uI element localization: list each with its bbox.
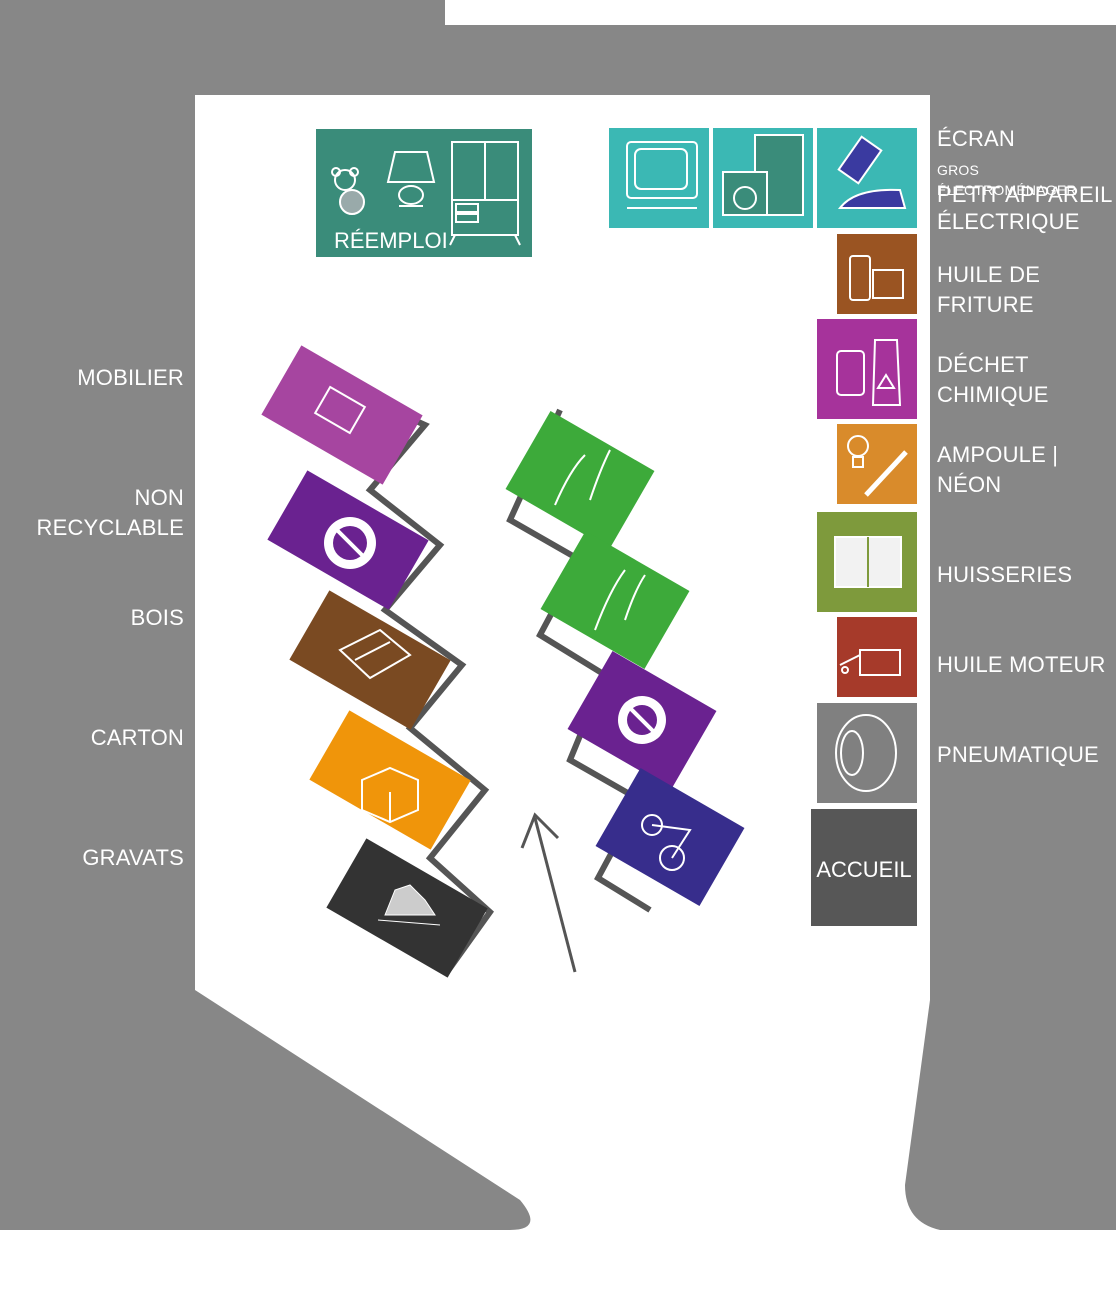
sofa-icon xyxy=(313,385,367,435)
reemploi-block[interactable] xyxy=(316,129,532,257)
chemical-icon xyxy=(836,339,902,406)
label-dechet-chimique-2: CHIMIQUE xyxy=(937,382,1049,407)
gravats-bay[interactable] xyxy=(326,838,488,978)
mobilier-bay[interactable] xyxy=(261,345,423,485)
no-recycle-icon xyxy=(324,517,376,569)
no-recycle-icon-2 xyxy=(618,696,666,744)
non-recyclable-bay-left[interactable] xyxy=(267,470,429,610)
bicycle-icon xyxy=(641,814,692,871)
label-mobilier: MOBILIER xyxy=(77,365,184,390)
leaves-icon xyxy=(554,449,611,506)
outer-wall xyxy=(0,0,1116,1230)
bulb-neon-icon xyxy=(847,435,908,497)
lamp-icon xyxy=(386,151,436,207)
reemploi-label: RÉEMPLOI xyxy=(334,228,448,253)
rubble-icon xyxy=(377,884,441,926)
label-non-recyclable-2: RECYCLABLE xyxy=(36,515,184,540)
label-gros-electromenager: GROS ÉLECTROMÉNAGER xyxy=(937,162,1077,198)
label-ampoule-2: NÉON xyxy=(937,472,1002,497)
label-gravats: GRAVATS xyxy=(82,845,184,870)
huile-moteur-tile[interactable] xyxy=(837,617,917,697)
accueil-building[interactable] xyxy=(811,809,917,926)
gros-electromenager-tile[interactable] xyxy=(713,128,813,228)
teddy-bear-icon xyxy=(331,167,365,215)
iron-phone-icon xyxy=(837,135,907,209)
label-carton: CARTON xyxy=(90,725,184,750)
accueil-label: ACCUEIL xyxy=(816,857,912,882)
huisseries-tile[interactable] xyxy=(817,512,917,612)
label-bois: BOIS xyxy=(130,605,184,630)
label-huisseries: HUISSERIES xyxy=(937,562,1073,587)
pneumatique-tile[interactable] xyxy=(817,703,917,803)
pallet-icon xyxy=(338,628,412,680)
tyre-icon xyxy=(835,714,897,792)
leaves-icon-2 xyxy=(594,569,646,631)
dechets-verts-bay-1[interactable] xyxy=(505,411,655,549)
velo-bay[interactable] xyxy=(595,768,745,906)
label-ecran: ÉCRAN xyxy=(937,126,1016,151)
label-huile-friture-1: HUILE DE xyxy=(937,262,1041,287)
label-ampoule-1: AMPOULE | xyxy=(937,442,1059,467)
label-non-recyclable-1: NON xyxy=(134,485,184,510)
label-huile-friture-2: FRITURE xyxy=(937,292,1034,317)
tv-icon xyxy=(626,141,698,209)
carton-bay[interactable] xyxy=(309,710,471,850)
label-petit-appareil-2: ÉLECTRIQUE xyxy=(937,209,1080,234)
non-recyclable-bay-right[interactable] xyxy=(567,651,717,789)
traffic-direction-arrow xyxy=(520,812,577,973)
label-dechet-chimique-1: DÉCHET xyxy=(937,352,1029,377)
bois-bay[interactable] xyxy=(289,590,451,730)
window-icon xyxy=(834,536,902,588)
dechet-chimique-tile[interactable] xyxy=(817,319,917,419)
oil-can-icon xyxy=(839,649,901,676)
ampoule-neon-tile[interactable] xyxy=(837,424,917,504)
label-huile-moteur: HUILE MOTEUR xyxy=(937,652,1106,677)
oil-bottle-icon xyxy=(849,255,904,301)
label-petit-appareil-1: PETIT APPAREIL xyxy=(937,182,1113,207)
ecran-tile[interactable] xyxy=(609,128,709,228)
box-icon xyxy=(361,766,419,824)
dechets-verts-bay-2[interactable] xyxy=(540,531,690,669)
label-pneumatique: PNEUMATIQUE xyxy=(937,742,1099,767)
washing-machine-fridge-icon xyxy=(722,134,804,216)
huile-friture-tile[interactable] xyxy=(837,234,917,314)
petit-appareil-tile[interactable] xyxy=(817,128,917,228)
wardrobe-icon xyxy=(449,141,521,246)
